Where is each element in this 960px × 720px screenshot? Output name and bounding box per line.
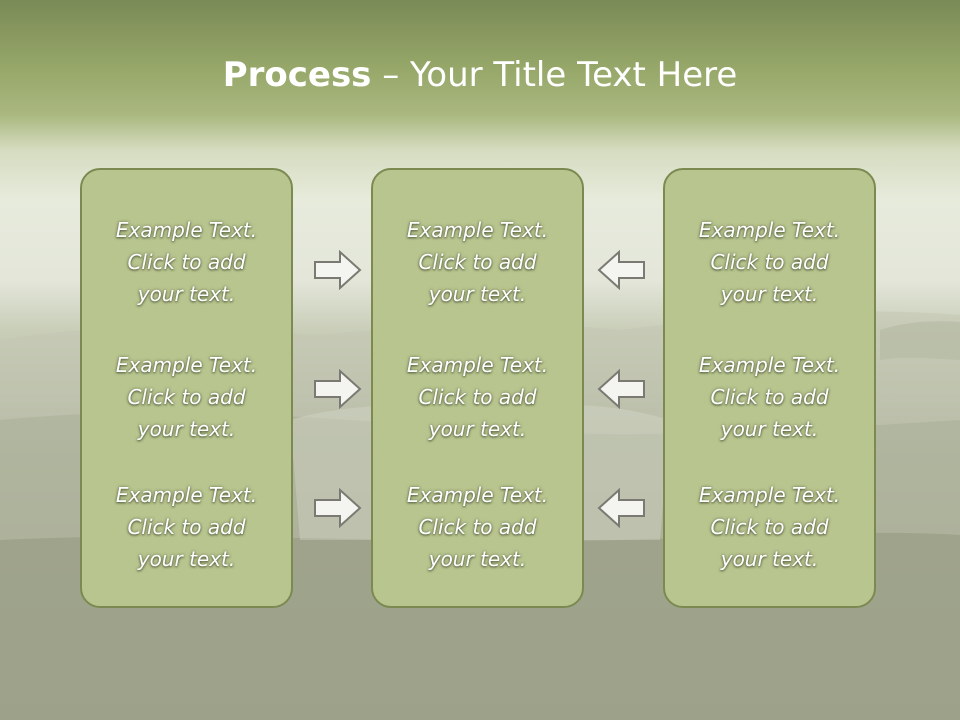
text-line: your text.	[428, 282, 527, 306]
text-line: Click to add	[127, 250, 246, 274]
text-line: Click to add	[127, 515, 246, 539]
title-rest: – Your Title Text Here	[371, 55, 738, 95]
text-line: Example Text.	[115, 218, 258, 242]
text-placeholder[interactable]: Example Text. Click to add your text.	[373, 479, 582, 575]
title-bold: Process	[222, 55, 372, 95]
arrow-right-icon[interactable]	[314, 250, 362, 290]
text-placeholder[interactable]: Example Text. Click to add your text.	[665, 214, 874, 310]
text-line: your text.	[137, 417, 236, 441]
text-line: your text.	[428, 417, 527, 441]
text-line: Example Text.	[698, 353, 841, 377]
process-panel-right[interactable]: Example Text. Click to add your text. Ex…	[663, 168, 876, 608]
arrow-right-icon[interactable]	[314, 488, 362, 528]
text-line: your text.	[137, 282, 236, 306]
text-placeholder[interactable]: Example Text. Click to add your text.	[373, 349, 582, 445]
arrow-left-icon[interactable]	[597, 488, 645, 528]
text-line: Click to add	[710, 250, 829, 274]
slide-title[interactable]: Process – Your Title Text Here	[0, 50, 960, 100]
text-line: Click to add	[418, 250, 537, 274]
text-placeholder[interactable]: Example Text. Click to add your text.	[373, 214, 582, 310]
text-line: Example Text.	[406, 483, 549, 507]
process-panel-left[interactable]: Example Text. Click to add your text. Ex…	[80, 168, 293, 608]
arrow-right-icon[interactable]	[314, 369, 362, 409]
arrow-left-icon[interactable]	[597, 250, 645, 290]
process-panel-center[interactable]: Example Text. Click to add your text. Ex…	[371, 168, 584, 608]
text-line: your text.	[428, 547, 527, 571]
text-placeholder[interactable]: Example Text. Click to add your text.	[665, 479, 874, 575]
text-line: Example Text.	[406, 353, 549, 377]
text-line: Example Text.	[115, 483, 258, 507]
text-line: your text.	[137, 547, 236, 571]
text-placeholder[interactable]: Example Text. Click to add your text.	[665, 349, 874, 445]
text-line: Example Text.	[115, 353, 258, 377]
text-line: Click to add	[710, 385, 829, 409]
text-placeholder[interactable]: Example Text. Click to add your text.	[82, 214, 291, 310]
text-line: Example Text.	[406, 218, 549, 242]
text-line: Click to add	[418, 515, 537, 539]
text-placeholder[interactable]: Example Text. Click to add your text.	[82, 349, 291, 445]
text-placeholder[interactable]: Example Text. Click to add your text.	[82, 479, 291, 575]
text-line: Example Text.	[698, 218, 841, 242]
text-line: Click to add	[418, 385, 537, 409]
text-line: Click to add	[127, 385, 246, 409]
text-line: your text.	[720, 417, 819, 441]
text-line: Example Text.	[698, 483, 841, 507]
text-line: Click to add	[710, 515, 829, 539]
text-line: your text.	[720, 282, 819, 306]
text-line: your text.	[720, 547, 819, 571]
arrow-left-icon[interactable]	[597, 369, 645, 409]
